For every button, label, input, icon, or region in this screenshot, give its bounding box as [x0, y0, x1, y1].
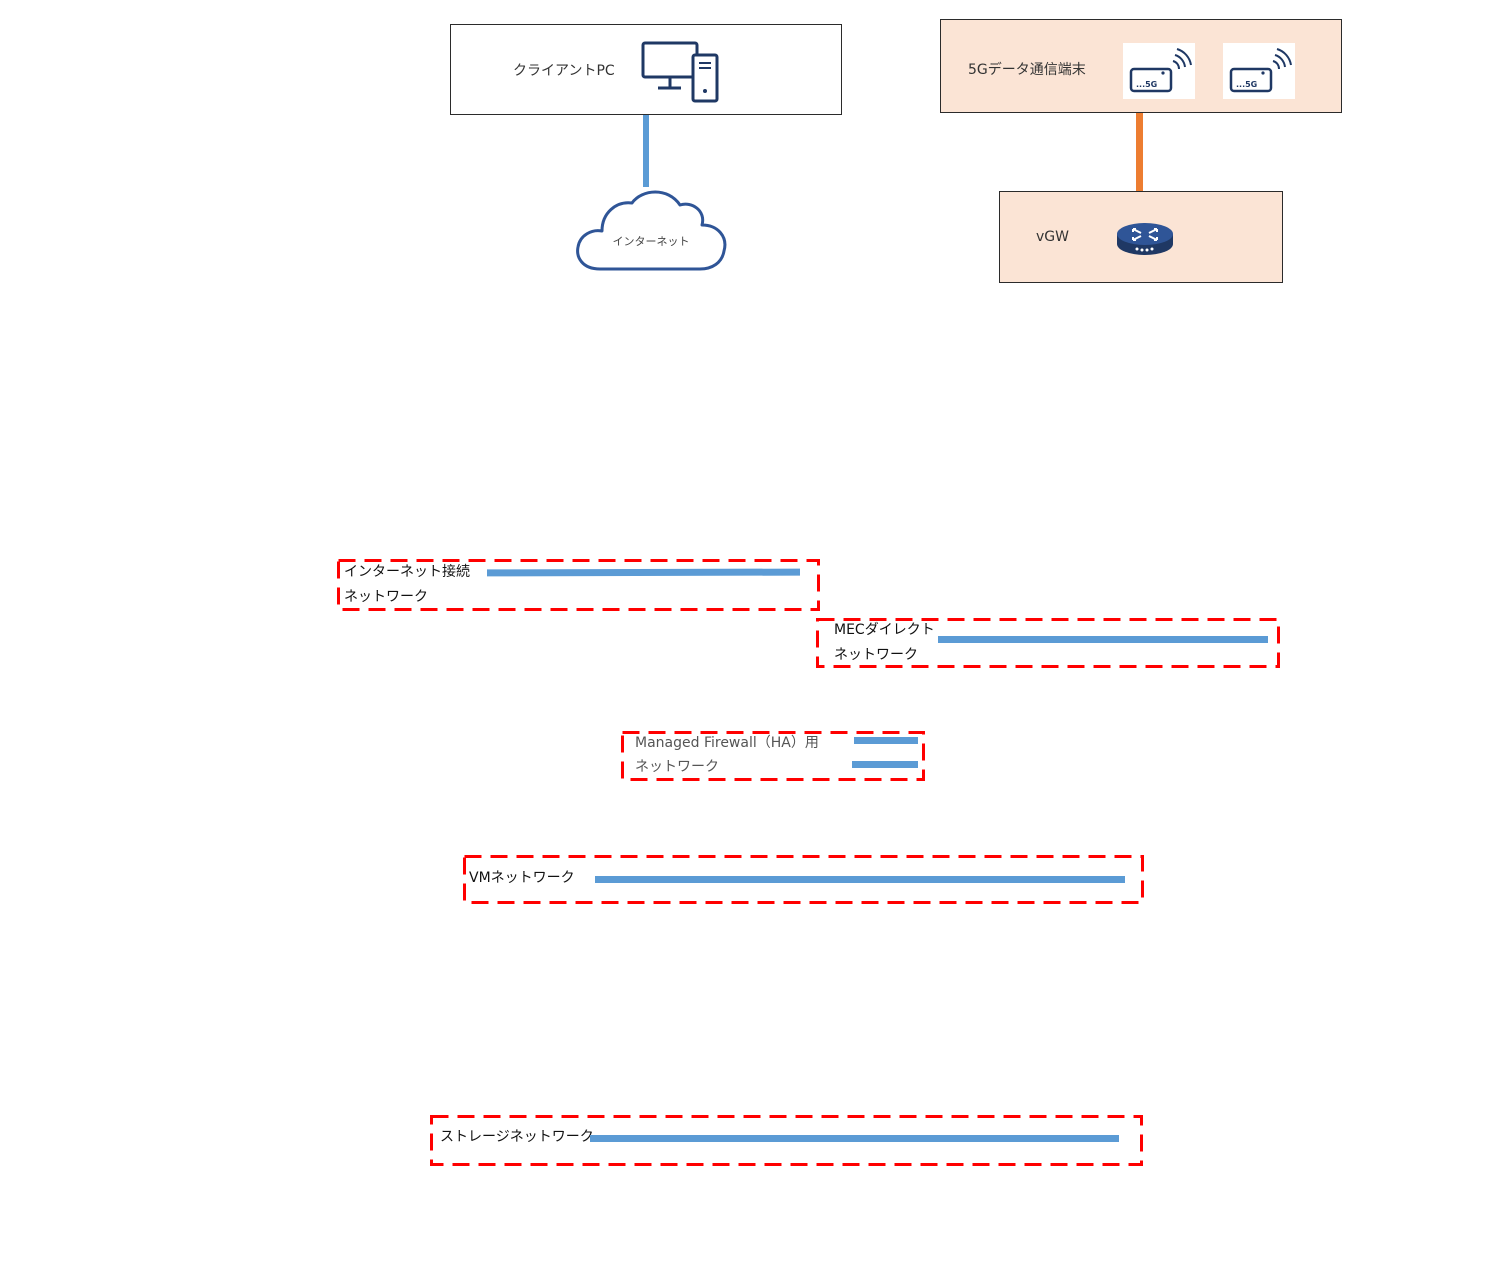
5g-terminal-node: 5Gデータ通信端末 ...5G ...5G [940, 19, 1342, 113]
managed-firewall-network: Managed Firewall（HA）用 ネットワーク [621, 731, 925, 781]
5g-vgw-link [1136, 113, 1143, 191]
5g-terminal-label: 5Gデータ通信端末 [968, 62, 1086, 78]
managed-firewall-network-label-2: ネットワーク [635, 759, 719, 775]
cloud-icon [576, 190, 727, 271]
svg-text:...5G: ...5G [1236, 80, 1257, 89]
internet-connection-network-label-2: ネットワーク [344, 589, 428, 605]
internet-connection-network-line [486, 568, 801, 577]
vm-network: VMネットワーク [463, 855, 1144, 904]
storage-network: ストレージネットワーク [430, 1115, 1143, 1166]
vgw-node: vGW [999, 191, 1283, 283]
storage-network-label: ストレージネットワーク [440, 1129, 594, 1145]
desktop-pc-icon [641, 41, 721, 105]
internet-node: インターネット [572, 183, 730, 277]
managed-firewall-network-line-2 [852, 761, 918, 768]
mec-direct-network-label-1: MECダイレクト [834, 622, 935, 638]
vm-network-label: VMネットワーク [469, 870, 575, 886]
internet-connection-network: インターネット接続 ネットワーク [337, 559, 820, 611]
managed-firewall-network-line-1 [854, 737, 918, 744]
internet-label: インターネット [612, 235, 690, 248]
storage-network-line [590, 1135, 1119, 1142]
mec-direct-network-line [938, 636, 1268, 643]
vgw-label: vGW [1036, 229, 1069, 245]
5g-router-icon: ...5G [1223, 43, 1295, 99]
client-pc-node: クライアントPC [450, 24, 842, 115]
vm-network-line [595, 876, 1125, 883]
internet-connection-network-label-1: インターネット接続 [344, 564, 470, 580]
managed-firewall-network-label-1: Managed Firewall（HA）用 [635, 735, 819, 751]
router-icon [1115, 218, 1175, 258]
5g-router-icon: ...5G [1123, 43, 1195, 99]
svg-text:...5G: ...5G [1136, 80, 1157, 89]
mec-direct-network-label-2: ネットワーク [834, 647, 918, 663]
client-pc-label: クライアントPC [513, 63, 615, 79]
mec-direct-network: MECダイレクト ネットワーク [816, 618, 1280, 668]
client-internet-link [643, 115, 649, 187]
